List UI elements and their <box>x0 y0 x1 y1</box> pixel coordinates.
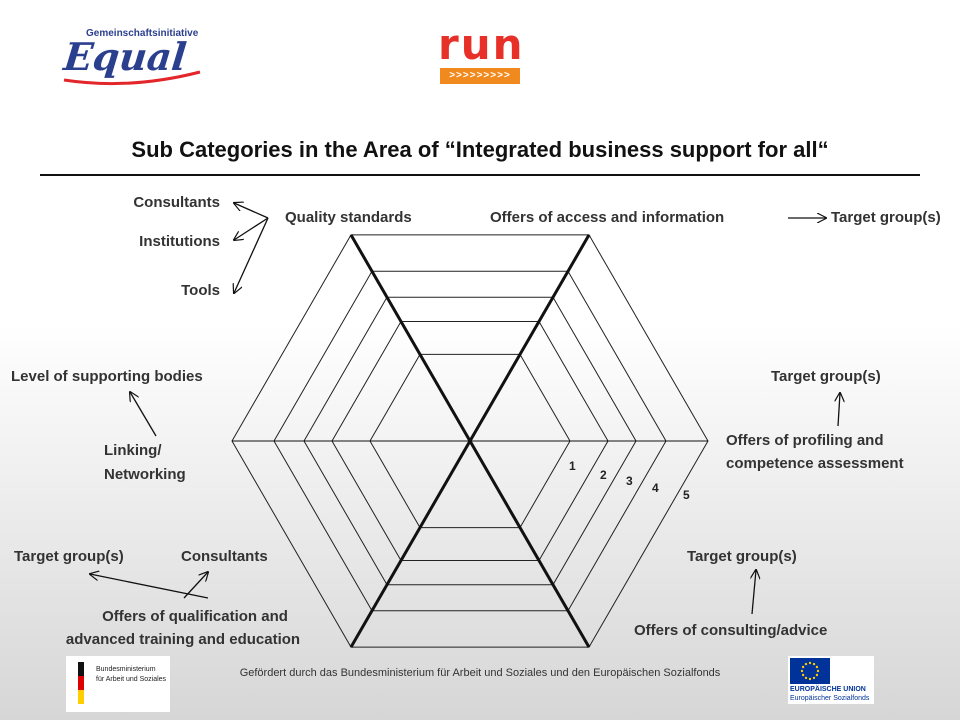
eu-logo-line-1: EUROPÄISCHE UNION <box>790 686 866 693</box>
label-consulting-advice: Offers of consulting/advice <box>634 622 828 639</box>
eu-star-icon <box>804 676 808 680</box>
run-logo-word: run <box>438 20 525 69</box>
run-logo-bar: >>>>>>>>> <box>440 68 520 84</box>
arrow-to-tools <box>234 217 269 293</box>
bmas-logo: Bundesministerium für Arbeit und Soziale… <box>66 656 170 712</box>
eu-star-icon <box>800 669 804 673</box>
label-target-bottom-right: Target group(s) <box>687 548 797 565</box>
arrow-to-level-supporting <box>130 392 157 437</box>
run-logo: run >>>>>>>>> <box>438 20 523 88</box>
bmas-logo-line-1: Bundesministerium <box>96 666 156 673</box>
scale-number-4: 4 <box>652 481 659 495</box>
label-consultants-top: Consultants <box>133 194 220 211</box>
arrow-to-target-right <box>838 393 840 427</box>
eu-flag-icon <box>790 658 830 684</box>
eu-logo: EUROPÄISCHE UNION Europäischer Sozialfon… <box>788 656 874 704</box>
arrow-to-target-bottom-right <box>752 570 756 615</box>
hexagon-axes <box>232 234 708 648</box>
footer-funding-text: Gefördert durch das Bundesministerium fü… <box>239 667 721 679</box>
label-profiling-1: Offers of profiling and <box>726 432 884 449</box>
label-target-right: Target group(s) <box>771 368 881 385</box>
label-level-supporting: Level of supporting bodies <box>11 368 203 385</box>
label-target-bottom-left: Target group(s) <box>14 548 124 565</box>
label-profiling-2: competence assessment <box>726 455 904 472</box>
eu-star-icon <box>808 661 812 665</box>
equal-logo-small-text: Gemeinschaftsinitiative <box>86 28 199 39</box>
arrow-to-consultants-bottom <box>183 572 208 599</box>
label-institutions: Institutions <box>139 233 220 250</box>
bmas-logo-line-2: für Arbeit und Soziales <box>96 676 167 683</box>
eu-star-icon <box>815 673 819 677</box>
eu-logo-line-2: Europäischer Sozialfonds <box>790 695 870 702</box>
scale-number-1: 1 <box>569 459 576 473</box>
hexagon-axis-3 <box>349 234 472 442</box>
label-tools: Tools <box>181 282 220 299</box>
scale-number-2: 2 <box>600 468 607 482</box>
label-quality-standards: Quality standards <box>285 209 412 226</box>
eu-star-icon <box>816 669 820 673</box>
equal-logo: Gemeinschaftsinitiative Equal <box>60 28 210 88</box>
eu-star-icon <box>804 662 808 666</box>
arrow-to-institutions <box>234 217 269 240</box>
eu-star-icon <box>812 676 816 680</box>
equal-swoosh-icon <box>63 70 201 86</box>
title-rule <box>40 174 920 176</box>
hexagon-axis-5 <box>349 440 472 648</box>
label-arrows <box>90 203 840 615</box>
label-qualification-2: advanced training and education <box>65 631 301 648</box>
page-title: Sub Categories in the Area of “Integrate… <box>131 137 829 162</box>
hexagon-axis-2 <box>468 234 591 442</box>
eu-star-icon <box>808 677 812 681</box>
label-qualification-1: Offers of qualification and <box>102 608 288 625</box>
arrow-to-consultants <box>234 203 269 219</box>
label-linking-2: Networking <box>104 466 186 483</box>
label-target-top: Target group(s) <box>831 209 941 226</box>
eu-star-icon <box>815 665 819 669</box>
eu-star-icon <box>801 665 805 669</box>
scale-number-5: 5 <box>683 488 690 502</box>
label-offers-access: Offers of access and information <box>490 209 725 226</box>
arrow-to-target-bottom-left <box>90 574 209 599</box>
scale-number-3: 3 <box>626 474 633 488</box>
label-consultants-bottom: Consultants <box>181 548 268 565</box>
eu-star-icon <box>812 662 816 666</box>
eu-star-icon <box>801 673 805 677</box>
hexagon-axis-6 <box>468 440 591 648</box>
eagle-icon <box>78 662 84 704</box>
label-linking-1: Linking/ <box>104 442 162 459</box>
